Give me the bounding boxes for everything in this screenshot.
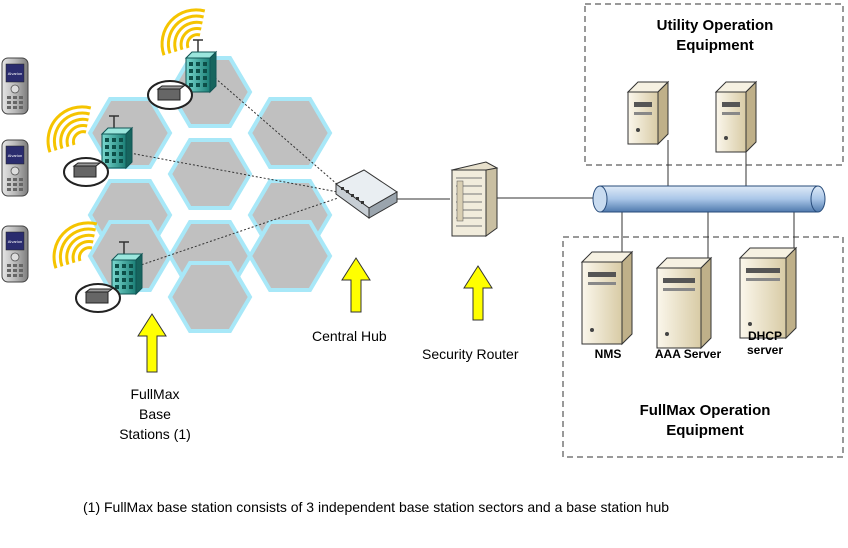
base-station-unit-3-icon (76, 284, 120, 312)
mobile-phone-3-icon: Alvarion (2, 226, 28, 282)
fullmax-equipment-title: FullMax Operation Equipment (590, 401, 820, 441)
central-hub-icon (336, 170, 397, 218)
aaa-server-label: AAA Server (645, 347, 731, 361)
security-router-label: Security Router (422, 346, 518, 362)
utility-server-1-icon (628, 82, 668, 144)
nms-server-icon (582, 252, 632, 344)
signal-arcs-icon (54, 223, 97, 268)
hex-cell (250, 99, 330, 167)
svg-text:Alvarion: Alvarion (8, 239, 22, 244)
dhcp-server-icon (740, 248, 796, 338)
base-station-unit-2-icon (64, 158, 108, 186)
mobile-phone-1-icon: Alvarion (2, 58, 28, 114)
hex-cell (170, 263, 250, 331)
arrow-up-icon (464, 266, 492, 320)
network-bus (593, 186, 825, 212)
aaa-server-icon (657, 258, 711, 348)
nms-label: NMS (588, 347, 628, 361)
footnote: (1) FullMax base station consists of 3 i… (83, 499, 783, 515)
base-station-tower-1-icon (186, 40, 216, 92)
utility-equipment-title: Utility Operation Equipment (600, 16, 830, 56)
mobile-phone-2-icon: Alvarion (2, 140, 28, 196)
arrow-up-icon (138, 314, 166, 372)
base-stations-label: FullMax Base Stations (1) (100, 384, 210, 444)
svg-text:Alvarion: Alvarion (8, 71, 22, 76)
central-hub-label: Central Hub (312, 328, 387, 344)
base-station-unit-1-icon (148, 81, 192, 109)
arrow-up-icon (342, 258, 370, 312)
dhcp-server-label: DHCP server (735, 329, 795, 357)
security-router-icon (452, 162, 497, 236)
hex-cell (250, 222, 330, 290)
utility-server-2-icon (716, 82, 756, 152)
svg-text:Alvarion: Alvarion (8, 153, 22, 158)
signal-arcs-icon (48, 107, 91, 152)
hex-cell (170, 140, 250, 208)
